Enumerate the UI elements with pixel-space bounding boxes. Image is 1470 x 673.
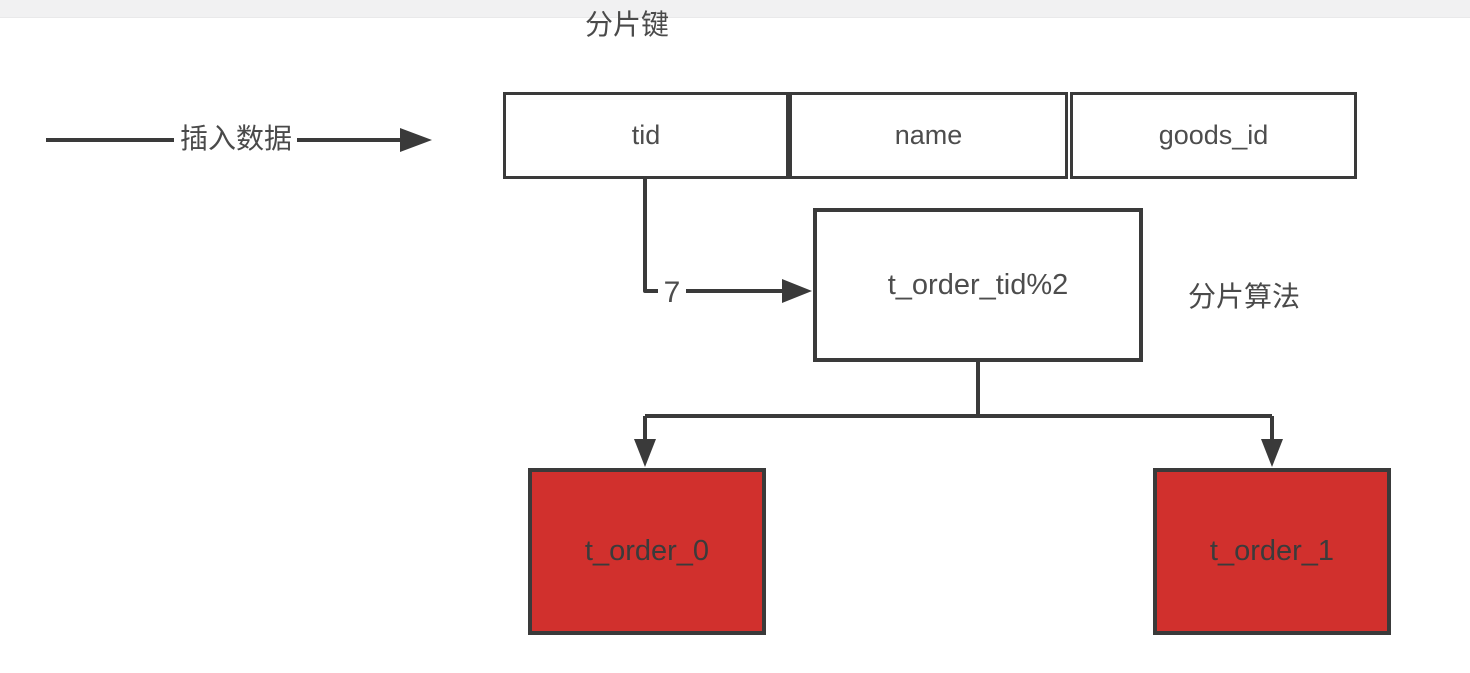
insert-data-arrowhead xyxy=(400,128,432,152)
table-cell-name: name xyxy=(789,92,1068,179)
table-cell-goods-id: goods_id xyxy=(1070,92,1357,179)
shard-node-0-label: t_order_0 xyxy=(584,535,710,567)
table-cell-goods-id-label: goods_id xyxy=(1158,120,1269,150)
window-top-strip xyxy=(0,0,1470,18)
table-cell-tid-label: tid xyxy=(631,120,661,150)
shard-node-1: t_order_1 xyxy=(1153,468,1391,635)
algorithm-node-label: t_order_tid%2 xyxy=(887,268,1069,301)
branch-left-arrowhead xyxy=(634,439,656,467)
table-cell-tid: tid xyxy=(503,92,789,179)
algorithm-node: t_order_tid%2 xyxy=(813,208,1143,362)
shard-node-1-label: t_order_1 xyxy=(1209,535,1335,567)
shard-value-edge-label: 7 xyxy=(663,276,681,309)
table-cell-name-label: name xyxy=(894,120,963,150)
tid-to-algorithm-edge xyxy=(643,179,658,293)
insert-data-label: 插入数据 xyxy=(179,123,292,154)
shard-algorithm-label: 分片算法 xyxy=(1188,281,1301,312)
shard-key-label: 分片键 xyxy=(585,9,670,40)
tid-to-algorithm-arrowhead xyxy=(782,279,812,303)
shard-node-0: t_order_0 xyxy=(528,468,766,635)
branch-right-arrowhead xyxy=(1261,439,1283,467)
